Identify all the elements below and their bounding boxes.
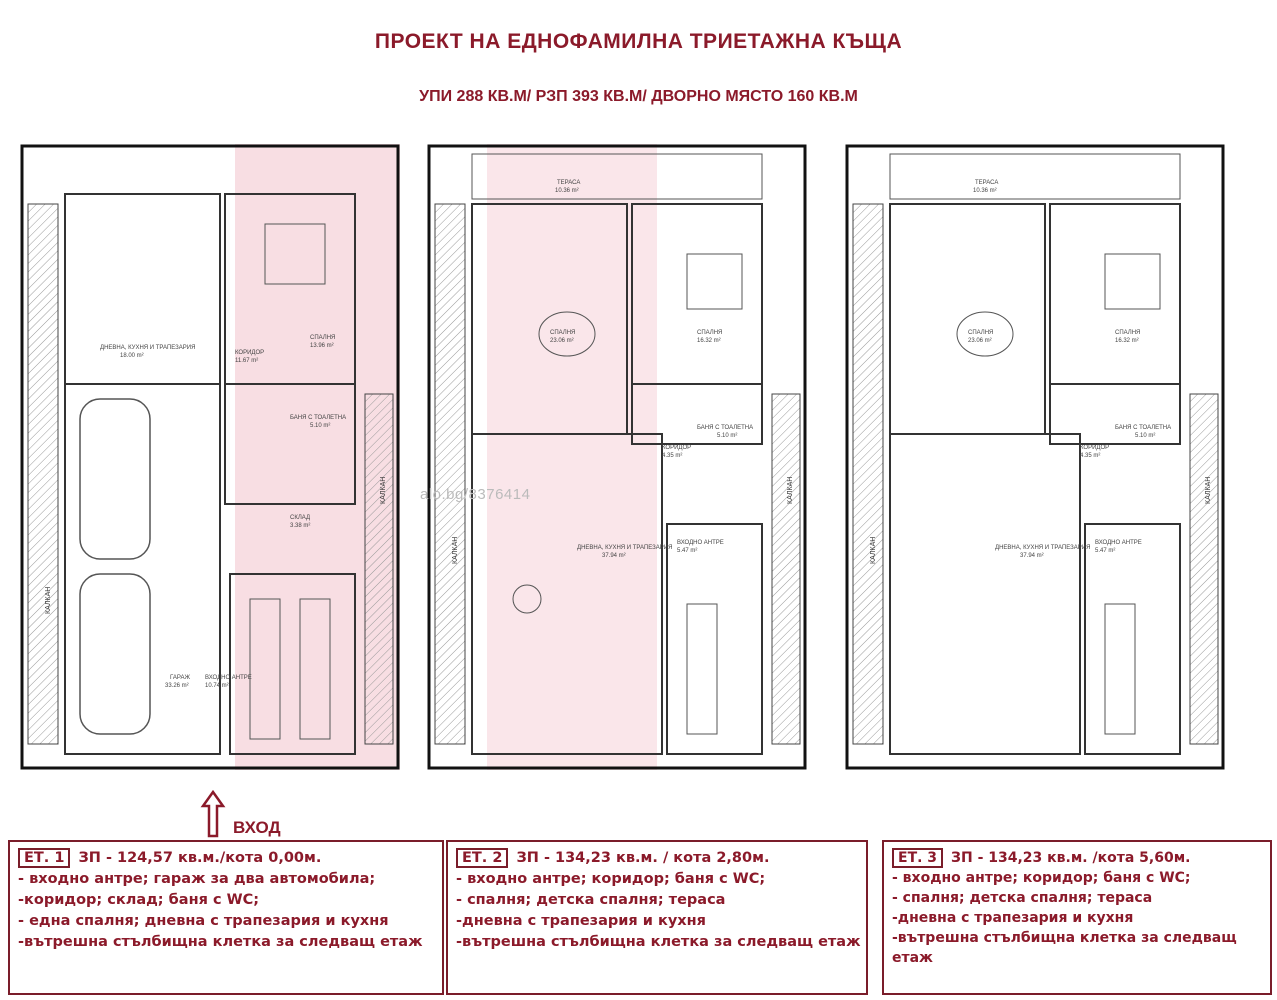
page-title: ПРОЕКТ НА ЕДНОФАМИЛНА ТРИЕТАЖНА КЪЩА	[374, 30, 903, 53]
svg-text:КОРИДОР: КОРИДОР	[235, 350, 264, 356]
svg-text:5.47 m²: 5.47 m²	[1095, 548, 1115, 554]
svg-text:13.96 m²: 13.96 m²	[310, 343, 334, 349]
svg-text:16.32 m²: 16.32 m²	[1115, 338, 1139, 344]
floor-plan-1: ДНЕВНА, КУХНЯ И ТРАПЕЗАРИЯ 18.00 m² КОРИ…	[20, 144, 400, 770]
svg-text:16.32 m²: 16.32 m²	[697, 338, 721, 344]
svg-text:КАЛКАН: КАЛКАН	[787, 477, 794, 504]
svg-text:БАНЯ С ТОАЛЕТНА: БАНЯ С ТОАЛЕТНА	[1115, 425, 1171, 431]
svg-text:ДНЕВНА, КУХНЯ И ТРАПЕЗАРИЯ: ДНЕВНА, КУХНЯ И ТРАПЕЗАРИЯ	[577, 545, 672, 551]
svg-text:ВХОДНО АНТРЕ: ВХОДНО АНТРЕ	[205, 675, 252, 681]
svg-text:5.47 m²: 5.47 m²	[677, 548, 697, 554]
svg-text:10.36 m²: 10.36 m²	[973, 188, 997, 194]
svg-text:11.67 m²: 11.67 m²	[235, 358, 258, 364]
svg-text:ВХОДНО АНТРЕ: ВХОДНО АНТРЕ	[1095, 540, 1142, 546]
svg-text:КОРИДОР: КОРИДОР	[662, 445, 691, 451]
floor-tag: ЕТ. 2	[456, 848, 509, 868]
floor-header: ЗП - 134,23 кв.м. / кота 2,80м.	[516, 850, 770, 866]
svg-text:5.10 m²: 5.10 m²	[717, 433, 737, 439]
svg-text:КАЛКАН: КАЛКАН	[45, 587, 52, 614]
room-label: ДНЕВНА, КУХНЯ И ТРАПЕЗАРИЯ	[100, 345, 195, 351]
svg-text:КОРИДОР: КОРИДОР	[1080, 445, 1109, 451]
floor-plan-2: ТЕРАСА 10.36 m² СПАЛНЯ 23.06 m² СПАЛНЯ 1…	[427, 144, 807, 770]
svg-text:СПАЛНЯ: СПАЛНЯ	[968, 330, 993, 336]
svg-text:БАНЯ С ТОАЛЕТНА: БАНЯ С ТОАЛЕТНА	[290, 415, 346, 421]
svg-text:3.38 m²: 3.38 m²	[290, 523, 310, 529]
svg-text:5.10 m²: 5.10 m²	[310, 423, 330, 429]
svg-text:4.35 m²: 4.35 m²	[1080, 453, 1100, 459]
svg-text:СПАЛНЯ: СПАЛНЯ	[550, 330, 575, 336]
floor-tag: ЕТ. 1	[18, 848, 71, 868]
svg-text:СПАЛНЯ: СПАЛНЯ	[1115, 330, 1140, 336]
page-subtitle: УПИ 288 КВ.М/ РЗП 393 КВ.М/ ДВОРНО МЯСТО…	[419, 88, 858, 105]
floor-header: ЗП - 124,57 кв.м./кота 0,00м.	[78, 850, 322, 866]
svg-text:БАНЯ С ТОАЛЕТНА: БАНЯ С ТОАЛЕТНА	[697, 425, 753, 431]
entry-arrow-icon	[200, 790, 226, 838]
svg-text:КАЛКАН: КАЛКАН	[1205, 477, 1212, 504]
svg-text:5.10 m²: 5.10 m²	[1135, 433, 1155, 439]
svg-text:КАЛКАН: КАЛКАН	[870, 537, 877, 564]
svg-text:33.26 m²: 33.26 m²	[165, 683, 189, 689]
svg-text:37.94 m²: 37.94 m²	[1020, 553, 1044, 559]
svg-text:ДНЕВНА, КУХНЯ И ТРАПЕЗАРИЯ: ДНЕВНА, КУХНЯ И ТРАПЕЗАРИЯ	[995, 545, 1090, 551]
svg-text:ТЕРАСА: ТЕРАСА	[975, 180, 998, 186]
svg-text:18.00 m²: 18.00 m²	[120, 353, 144, 359]
svg-text:ТЕРАСА: ТЕРАСА	[557, 180, 580, 186]
svg-text:23.06 m²: 23.06 m²	[968, 338, 992, 344]
svg-text:ГАРАЖ: ГАРАЖ	[170, 675, 190, 681]
svg-text:23.06 m²: 23.06 m²	[550, 338, 574, 344]
svg-text:4.35 m²: 4.35 m²	[662, 453, 682, 459]
watermark: alo.bg/8376414	[420, 486, 531, 503]
floor-header: ЗП - 134,23 кв.м. /кота 5,60м.	[951, 850, 1191, 866]
entry-label: ВХОД	[233, 818, 281, 837]
svg-text:ВХОДНО АНТРЕ: ВХОДНО АНТРЕ	[677, 540, 724, 546]
svg-text:СПАЛНЯ: СПАЛНЯ	[697, 330, 722, 336]
svg-text:КАЛКАН: КАЛКАН	[452, 537, 459, 564]
svg-text:10.74 m²: 10.74 m²	[205, 683, 229, 689]
svg-text:37.94 m²: 37.94 m²	[602, 553, 626, 559]
floor-tag: ЕТ. 3	[892, 848, 944, 868]
svg-text:10.36 m²: 10.36 m²	[555, 188, 579, 194]
svg-text:СКЛАД: СКЛАД	[290, 515, 310, 521]
floor-plan-3: ТЕРАСА 10.36 m² СПАЛНЯ 23.06 m² СПАЛНЯ 1…	[845, 144, 1225, 770]
svg-text:КАЛКАН: КАЛКАН	[380, 477, 387, 504]
svg-text:СПАЛНЯ: СПАЛНЯ	[310, 335, 335, 341]
